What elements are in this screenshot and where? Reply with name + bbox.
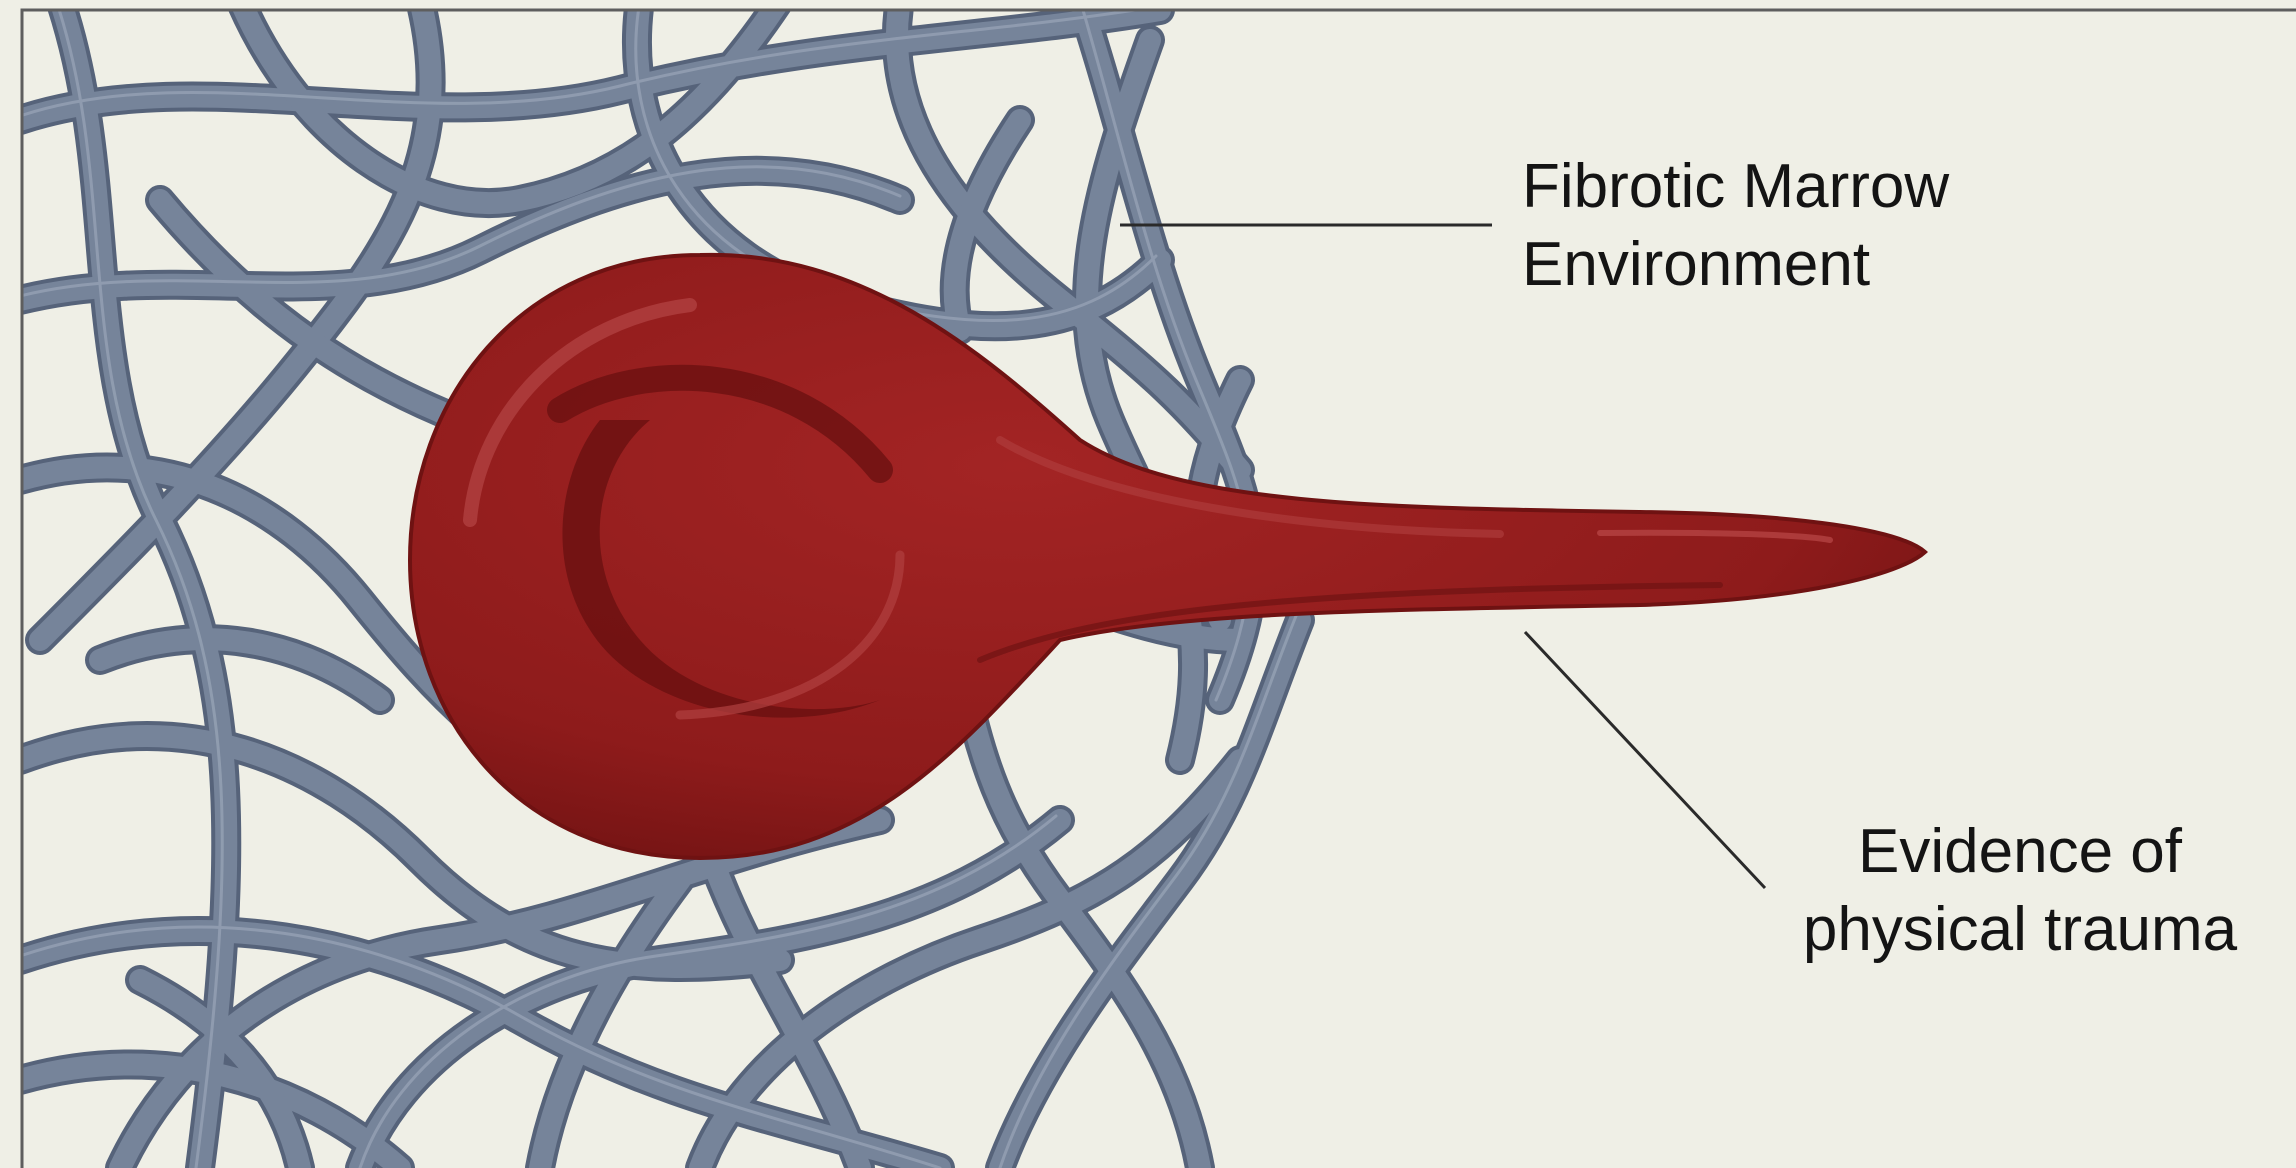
trauma-label-line2: physical trauma xyxy=(1803,895,2238,964)
fibrotic-label-line1: Fibrotic Marrow xyxy=(1522,152,1949,221)
trauma-label-line1: Evidence of xyxy=(1858,817,2183,886)
fibrotic-label-line2: Environment xyxy=(1522,230,1870,299)
